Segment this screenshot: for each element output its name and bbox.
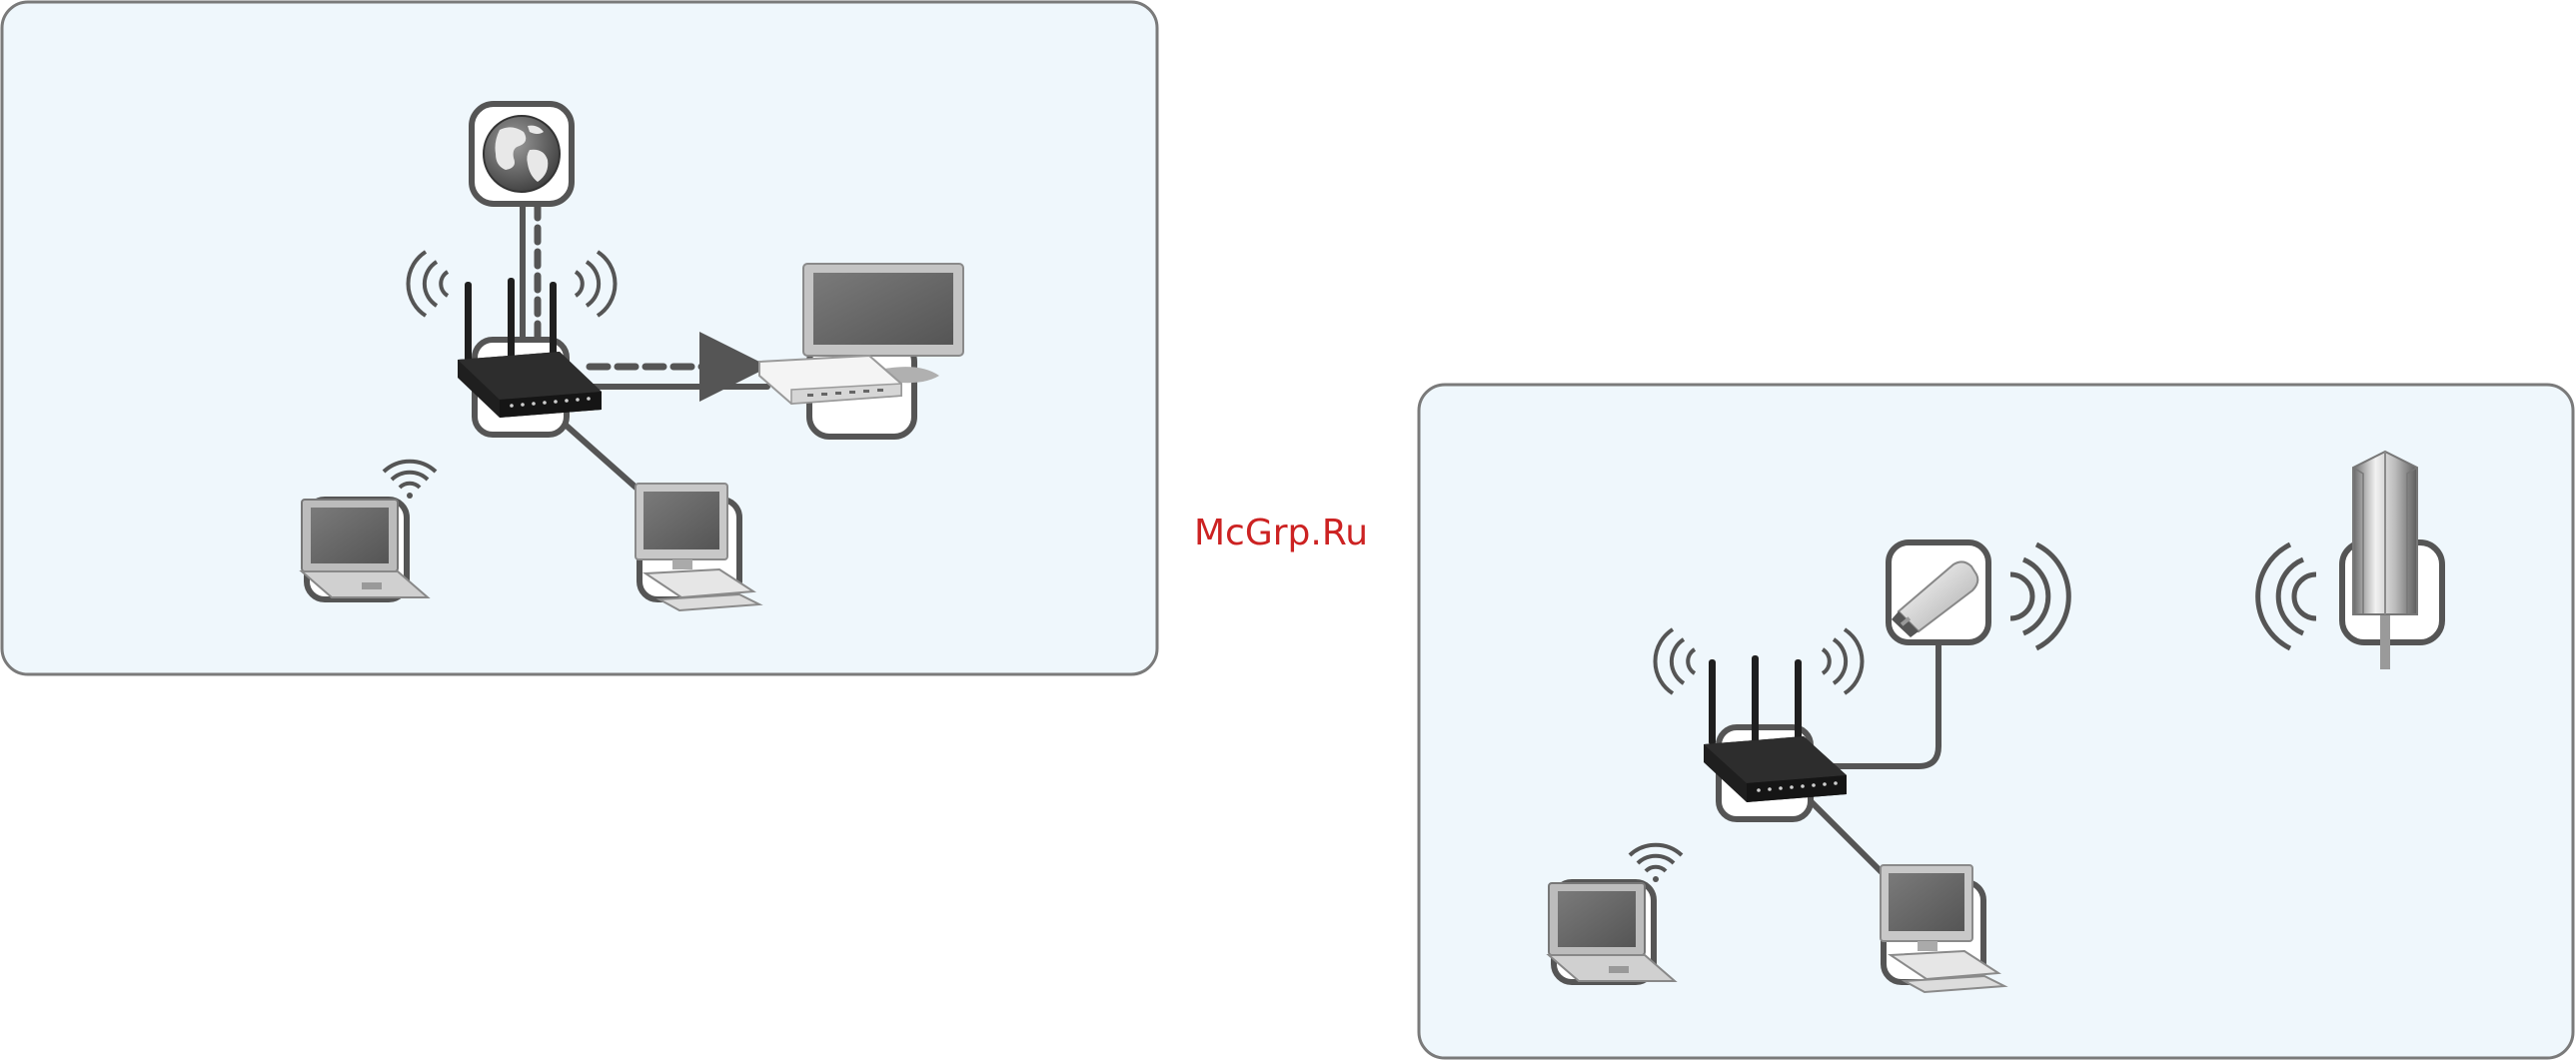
left-panel-background bbox=[2, 2, 1157, 674]
internet-globe-node bbox=[472, 104, 572, 204]
left-network-panel bbox=[2, 2, 1157, 674]
right-network-panel bbox=[1419, 385, 2573, 1058]
watermark-text: McGrp.Ru bbox=[1194, 513, 1368, 553]
globe-icon bbox=[484, 116, 560, 192]
